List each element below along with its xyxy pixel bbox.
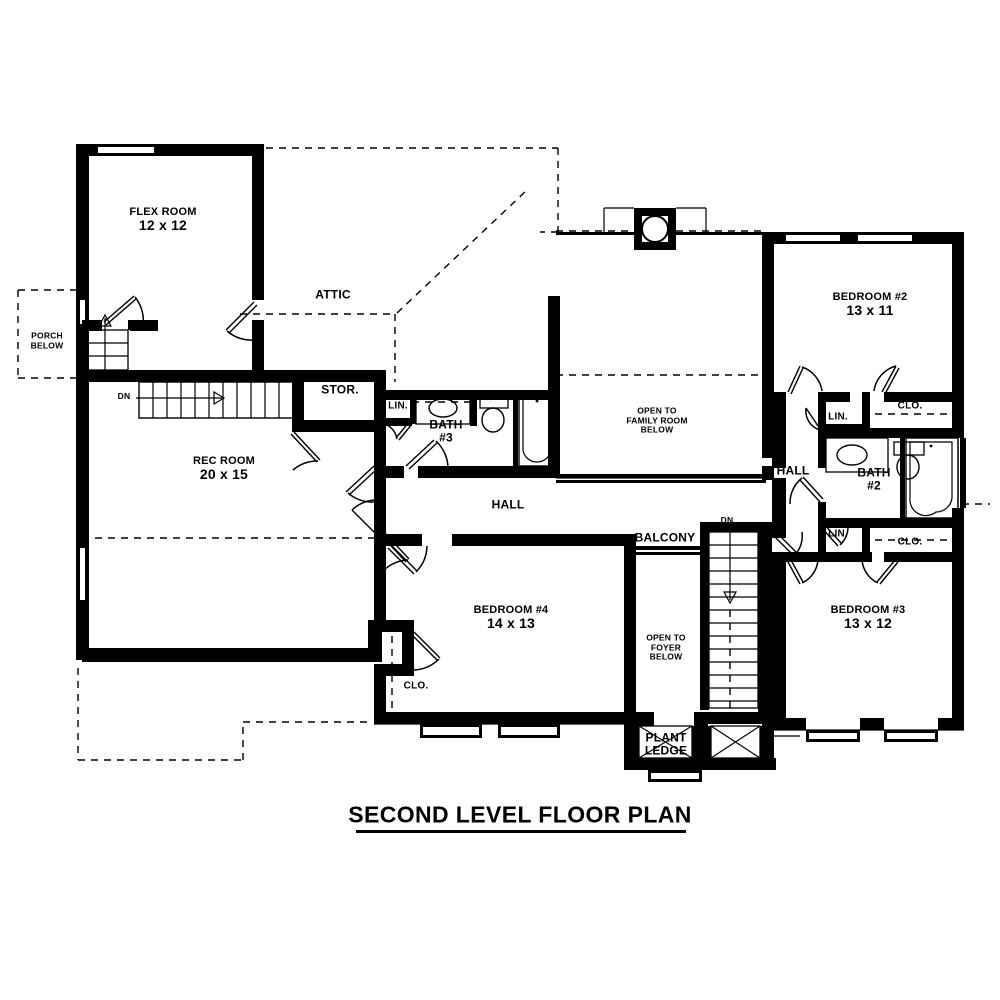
room-label-rec-room: REC ROOM 20 x 15 [193,455,255,483]
room-dimensions: 13 x 12 [843,615,893,632]
room-dimensions: 14 x 13 [486,615,536,632]
space-label-storage: STOR. [321,382,359,397]
closet-label-lin-bath2-upper: LIN. [828,411,848,423]
annotation-porch-below: PORCH BELOW [31,331,64,350]
stair-treads [81,313,759,712]
closet-label-lin-bath3: LIN. [388,400,408,412]
closet-label-lin-bath2-lower: LIN. [828,528,848,540]
room-label-bedroom-3: BEDROOM #3 13 x 12 [831,604,906,632]
room-name: REC ROOM [192,455,256,468]
closet-label-clo-bedroom3: CLO. [897,536,923,548]
stair-marker-dn-rec: DN [117,391,131,402]
page-title: SECOND LEVEL FLOOR PLAN [348,801,692,828]
space-label-bath-3: BATH #3 [429,417,463,446]
dashed-footprint-lines [17,147,990,761]
room-dimensions: 20 x 15 [199,466,249,483]
space-label-attic: ATTIC [315,287,351,302]
open-family-line-2: FAMILY ROOM [626,415,688,426]
space-label-bath-2: BATH #2 [857,465,891,494]
annotation-open-to-family-room-below: OPEN TO FAMILY ROOM BELOW [626,405,688,436]
space-label-plant-ledge: PLANT LEDGE [644,730,688,759]
open-foyer-line-2: FOYER [650,642,682,653]
door-swings [103,295,900,671]
porch-below-line-2: BELOW [30,340,64,350]
room-label-bedroom-4: BEDROOM #4 14 x 13 [474,604,549,632]
porch-below-line-1: PORCH [31,330,63,341]
room-dimensions: 12 x 12 [138,217,188,234]
bath-3-number: #3 [439,431,453,445]
open-foyer-line-1: OPEN TO [646,632,686,643]
room-name: BEDROOM #4 [473,604,549,617]
bath-3-label: BATH [429,417,463,432]
title-underline [356,830,686,833]
closet-label-clo-bedroom2: CLO. [897,400,923,412]
plant-ledge-line-1: PLANT [645,730,687,745]
room-name: BEDROOM #3 [830,604,906,617]
plant-ledge-line-2: LEDGE [644,744,688,758]
bath-2-number: #2 [867,479,881,493]
bath-2-label: BATH [857,465,891,480]
closet-label-clo-bedroom4: CLO. [403,680,429,692]
open-family-line-3: BELOW [640,424,674,435]
room-label-flex-room: FLEX ROOM 12 x 12 [129,206,196,234]
stair-marker-dn-foyer: DN [720,515,734,526]
space-label-hall-center: HALL [491,497,525,512]
room-name: FLEX ROOM [129,206,197,219]
wall-structure [76,144,966,782]
room-label-bedroom-2: BEDROOM #2 13 x 11 [833,291,908,319]
plumbing-fixtures [415,207,959,759]
room-dimensions: 13 x 11 [846,302,894,319]
annotation-open-to-foyer-below: OPEN TO FOYER BELOW [646,632,686,663]
space-label-hall-right: HALL [776,463,810,478]
space-label-balcony: BALCONY [634,530,696,545]
open-family-line-1: OPEN TO [637,405,677,416]
open-foyer-line-3: BELOW [649,651,683,662]
room-name: BEDROOM #2 [832,291,908,304]
thin-outlines [371,440,964,737]
